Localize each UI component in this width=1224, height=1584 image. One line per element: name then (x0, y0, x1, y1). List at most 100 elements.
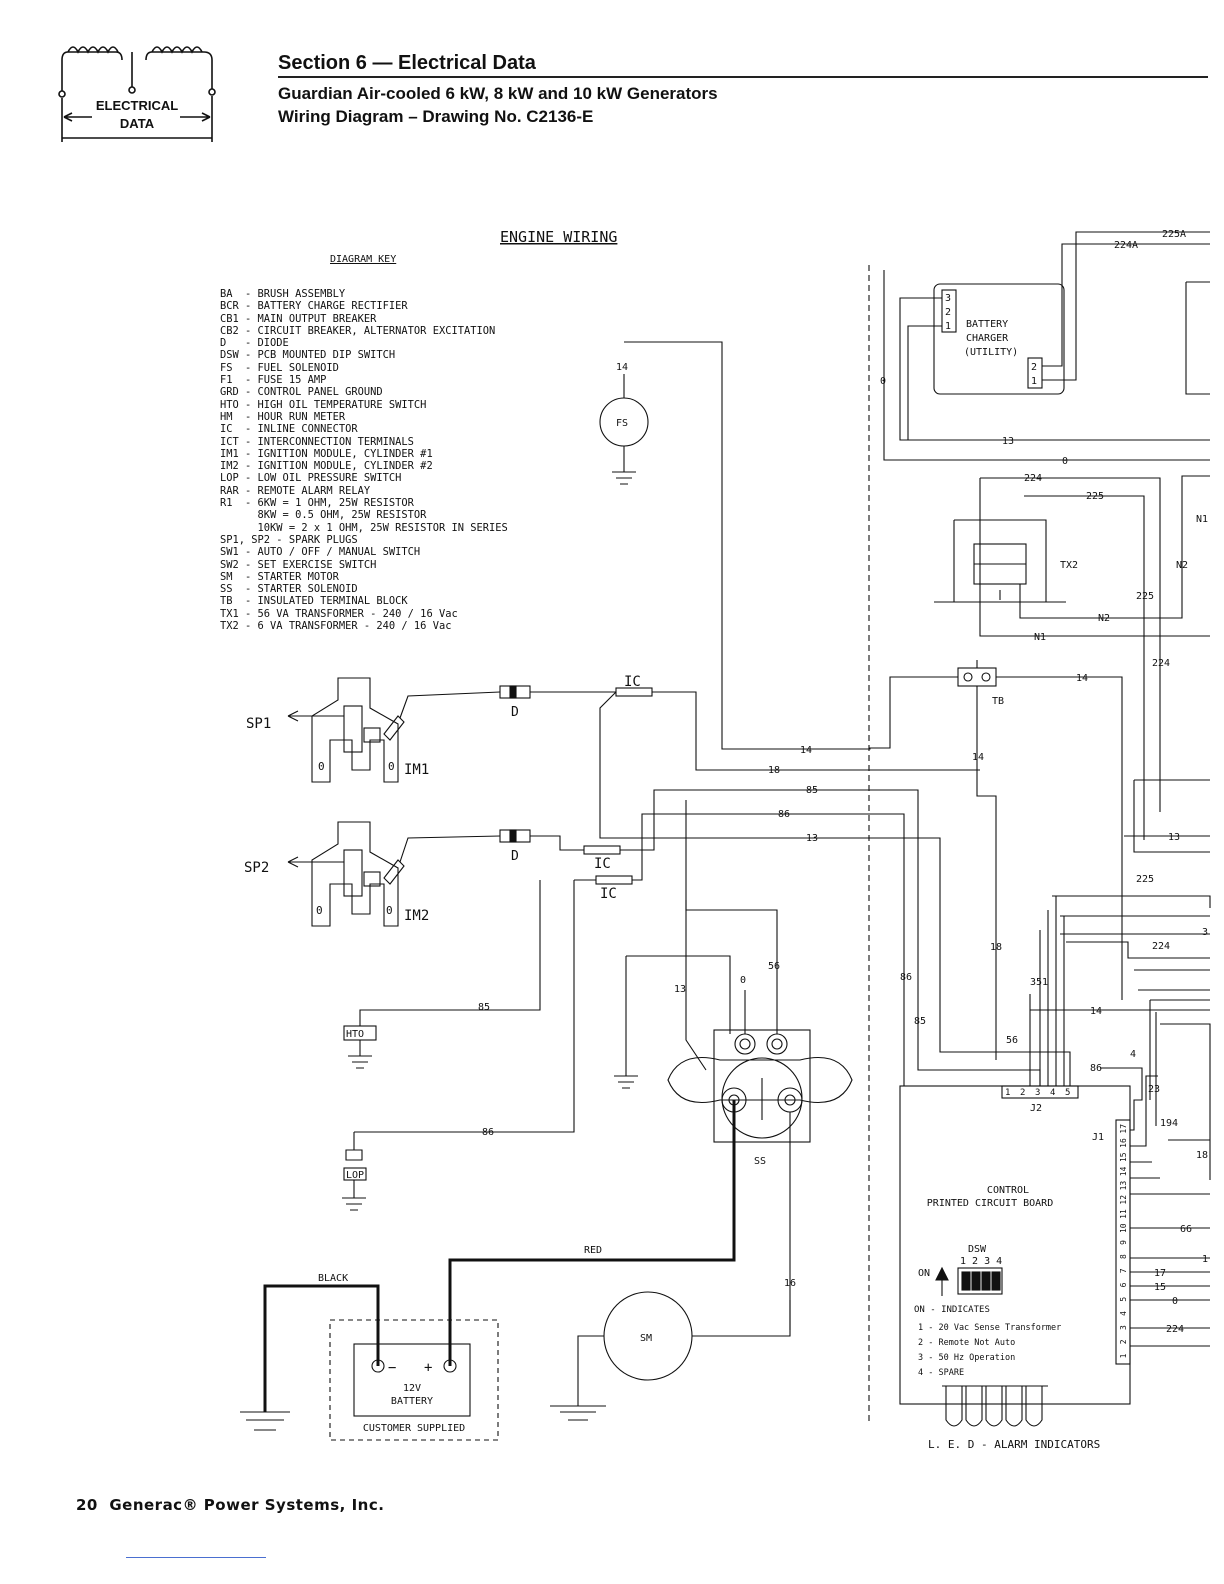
wire-n1: N1 (1034, 632, 1046, 643)
wire-0-ss: 0 (740, 975, 746, 986)
led-2 (965, 1386, 983, 1427)
diagram-key-item: BCR - BATTERY CHARGE RECTIFIER (220, 300, 408, 313)
dsw-numbers: 1 2 3 4 (960, 1256, 1002, 1267)
charger-out-pin-1: 1 (1031, 376, 1037, 387)
label-ic-2: IC (594, 856, 611, 872)
j1-pin-9: 9 (1119, 1240, 1128, 1245)
wire-225-low: 225 (1136, 874, 1154, 885)
diagram-key-title: DIAGRAM KEY (330, 254, 397, 265)
j2-pin-2: 2 (1020, 1088, 1025, 1098)
wire-18-right: 18 (990, 942, 1002, 953)
badge-line1: ELECTRICAL (96, 98, 178, 113)
lop-switch (345, 1132, 363, 1161)
diagram-key-item: CB1 - MAIN OUTPUT BREAKER (220, 312, 377, 325)
led-4 (1005, 1386, 1023, 1427)
diagram-key-item: SW1 - AUTO / OFF / MANUAL SWITCH (220, 546, 421, 559)
j1-pin-7: 7 (1119, 1268, 1128, 1273)
wire-n1-right: N1 (1196, 514, 1208, 525)
dsw-legend-0: ON - INDICATES (914, 1305, 990, 1315)
diagram-key-item: LOP - LOW OIL PRESSURE SWITCH (220, 472, 402, 485)
j1-pin-1: 1 (1119, 1353, 1128, 1358)
battery-label-2: BATTERY (391, 1396, 433, 1407)
wire-1: 1 (1202, 1254, 1208, 1265)
j2-pin-4: 4 (1050, 1088, 1055, 1098)
diagram-key-item: TX1 - 56 VA TRANSFORMER - 240 / 16 Vac (220, 607, 458, 620)
diagram-key-item: DSW - PCB MOUNTED DIP SWITCH (220, 349, 396, 362)
diagram-key-item: TX2 - 6 VA TRANSFORMER - 240 / 16 Vac (220, 620, 452, 633)
subtitle-drawing: Wiring Diagram – Drawing No. C2136-E (278, 107, 594, 126)
wire-18-far: 18 (1196, 1150, 1208, 1161)
j1-pin-12: 12 (1119, 1195, 1128, 1205)
wire-14-down: 14 (972, 752, 984, 763)
charger-out-pin-2: 2 (1031, 362, 1037, 373)
starter-solenoid-base (667, 1056, 853, 1104)
ignition-module-2 (311, 821, 399, 927)
diagram-key-item: F1 - FUSE 15 AMP (220, 374, 327, 387)
label-j2: J2 (1030, 1103, 1042, 1114)
wire-18: 18 (768, 765, 780, 776)
wire-14-fs: 14 (616, 362, 628, 373)
footer-company: Generac® Power Systems, Inc. (109, 1496, 385, 1514)
dsw-legend-2: 2 - Remote Not Auto (918, 1338, 1015, 1348)
label-ic-1: IC (624, 674, 641, 690)
wire-56-ss: 56 (768, 961, 780, 972)
j1-pin-13: 13 (1119, 1181, 1128, 1191)
label-fs: FS (616, 418, 628, 429)
ignition-module-1 (311, 677, 399, 783)
wire-14: 14 (800, 745, 812, 756)
wire-17: 17 (1154, 1268, 1166, 1279)
battery-label-1: 12V (403, 1383, 421, 1394)
im2-terminal-0a: 0 (316, 904, 323, 917)
wire-224-top: 224 (1024, 473, 1042, 484)
diagram-key-item: FS - FUEL SOLENOID (220, 361, 339, 374)
wire-86-lop: 86 (482, 1127, 494, 1138)
pcb-label-1: CONTROL (987, 1185, 1029, 1196)
j1-pin-4: 4 (1119, 1311, 1128, 1316)
inline-connector-2 (583, 845, 621, 855)
wire-56-right: 56 (1006, 1035, 1018, 1046)
wire-0-top: 0 (1062, 456, 1068, 467)
diagram-key-item: TB - INSULATED TERMINAL BLOCK (220, 595, 408, 608)
label-im2: IM2 (404, 908, 429, 924)
charger-pin-1: 1 (945, 321, 951, 332)
wire-224-mid: 224 (1152, 658, 1170, 669)
j1-pin-8: 8 (1119, 1254, 1128, 1259)
j1-pin-2: 2 (1119, 1339, 1128, 1344)
wire-13-top: 13 (1002, 436, 1014, 447)
label-sp2: SP2 (244, 860, 269, 876)
wire-4: 4 (1130, 1049, 1136, 1060)
battery-charger (933, 283, 1065, 395)
diagram-key-item: SW2 - SET EXERCISE SWITCH (220, 558, 377, 571)
wire-194: 194 (1160, 1118, 1178, 1129)
diagram-key-item: R1 - 6KW = 1 OHM, 25W RESISTOR (220, 497, 414, 510)
wire-224-low: 224 (1152, 941, 1170, 952)
wire-85-right: 85 (914, 1016, 926, 1027)
wire-15: 15 (1154, 1282, 1166, 1293)
j1-pin-17: 17 (1119, 1124, 1128, 1134)
label-hto: HTO (346, 1029, 364, 1040)
label-sp1: SP1 (246, 716, 271, 732)
diagram-key-item: IM1 - IGNITION MODULE, CYLINDER #1 (220, 447, 433, 460)
j2-pin-5: 5 (1065, 1088, 1070, 1098)
diagram-key-item: IM2 - IGNITION MODULE, CYLINDER #2 (220, 460, 433, 473)
charger-pin-3: 3 (945, 293, 951, 304)
charger-label-3: (UTILITY) (964, 347, 1018, 358)
label-on: ON (918, 1268, 930, 1279)
wire-351: 351 (1030, 977, 1048, 988)
battery-positive: + (424, 1360, 432, 1376)
wire-86: 86 (778, 809, 790, 820)
section-title: Section 6 — Electrical Data (278, 52, 536, 74)
charger-pin-2: 2 (945, 307, 951, 318)
label-ic-3: IC (600, 886, 617, 902)
wire-85: 85 (806, 785, 818, 796)
j1-pin-11: 11 (1119, 1209, 1128, 1219)
wire-13-ss: 13 (674, 984, 686, 995)
diagram-key-item: SS - STARTER SOLENOID (220, 583, 358, 596)
diagram-key-item: IC - INLINE CONNECTOR (220, 423, 358, 436)
wire-n2: N2 (1098, 613, 1110, 624)
led-1 (945, 1386, 963, 1427)
dip-switch (957, 1267, 1003, 1295)
j2-connector (1001, 1085, 1079, 1099)
label-tx2: TX2 (1060, 560, 1078, 571)
